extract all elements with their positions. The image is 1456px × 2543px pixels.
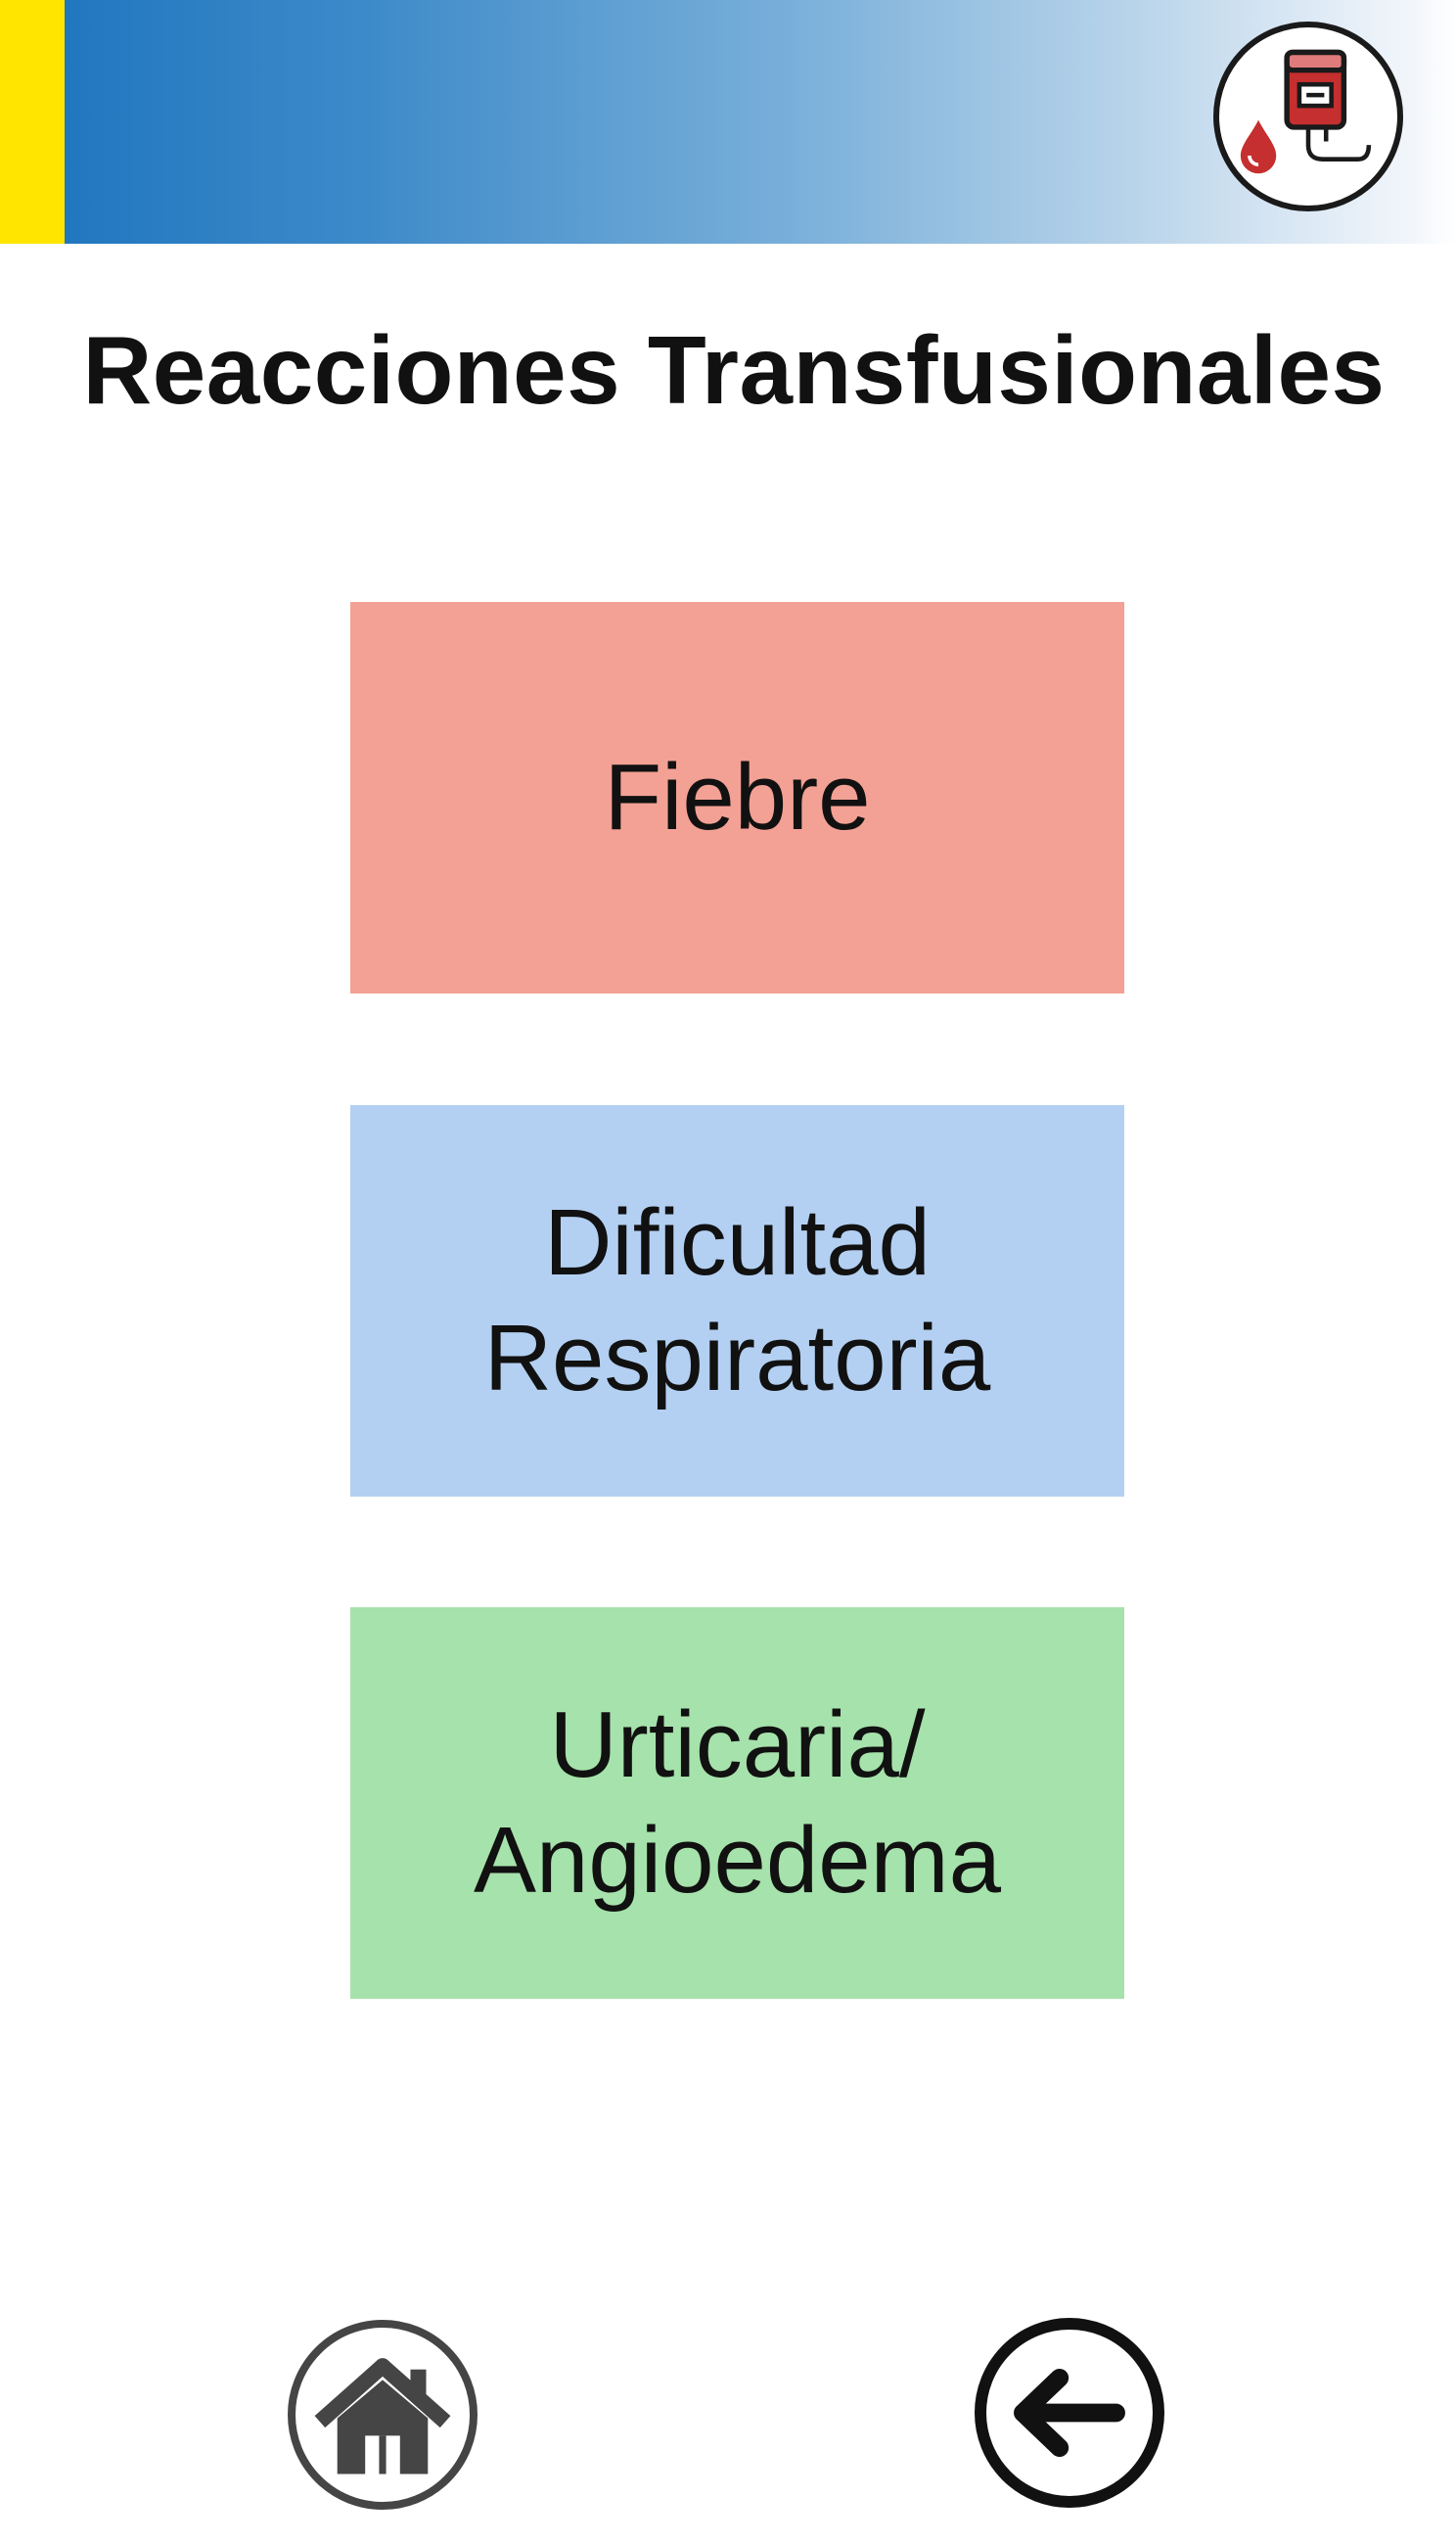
dificultad-respiratoria-button-label: Dificultad Respiratoria (483, 1190, 991, 1410)
back-button[interactable] (975, 2318, 1164, 2508)
dificultad-respiratoria-button[interactable]: Dificultad Respiratoria (350, 1105, 1124, 1497)
urticaria-angioedema-button-label: Urticaria/ Angioedema (473, 1692, 1002, 1913)
blood-bag-icon (1213, 22, 1403, 211)
fiebre-button-label: Fiebre (604, 745, 871, 850)
header-bar (0, 0, 1456, 244)
home-button[interactable] (288, 2320, 478, 2510)
home-icon (314, 2358, 451, 2474)
header-accent-stripe (0, 0, 65, 244)
urticaria-angioedema-button[interactable]: Urticaria/ Angioedema (350, 1607, 1124, 1999)
back-arrow-icon (1014, 2368, 1125, 2458)
page-title: Reacciones Transfusionales (82, 316, 1386, 424)
fiebre-button[interactable]: Fiebre (350, 602, 1124, 994)
